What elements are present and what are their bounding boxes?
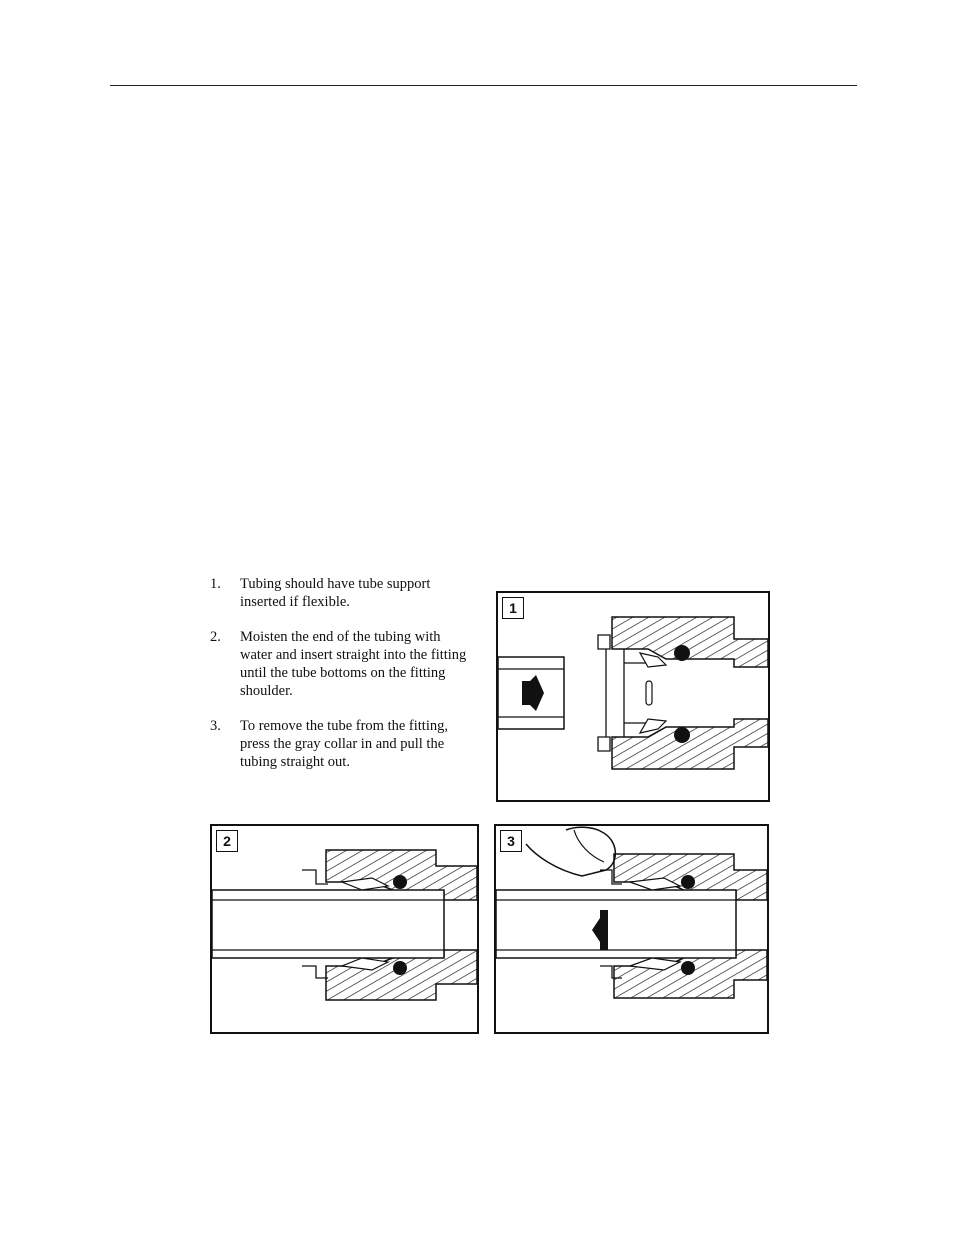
step-text: Tubing should have tube support inserted… (240, 576, 431, 610)
panel-number-label: 2 (216, 830, 238, 852)
o-ring-bottom (674, 727, 690, 743)
o-ring-top (393, 875, 407, 889)
step-number: 2. (210, 629, 221, 645)
o-ring-top (681, 875, 695, 889)
instruction-step-1: 1. Tubing should have tube support inser… (210, 575, 470, 611)
instruction-step-2: 2. Moisten the end of the tubing with wa… (210, 628, 470, 700)
arrow-right-icon (522, 675, 544, 711)
finger-icon (525, 826, 616, 877)
figure-panel-1: 1 (496, 591, 770, 802)
tube-removal-diagram (496, 826, 767, 999)
instruction-list: 1. Tubing should have tube support inser… (210, 575, 470, 788)
step-number: 3. (210, 718, 221, 734)
o-ring-top (674, 645, 690, 661)
panel-number-label: 1 (502, 597, 524, 619)
panel-number-label: 3 (500, 830, 522, 852)
instruction-step-3: 3. To remove the tube from the fitting, … (210, 717, 470, 771)
o-ring-bottom (681, 961, 695, 975)
figure-panel-3: 3 (494, 824, 769, 1034)
step-text: Moisten the end of the tubing with water… (240, 629, 467, 699)
arrow-left-icon (592, 910, 608, 950)
header-rule (110, 85, 857, 86)
figure-panel-2: 2 (210, 824, 479, 1034)
push-fit-insert-diagram (498, 616, 768, 770)
step-number: 1. (210, 576, 221, 592)
step-text: To remove the tube from the fitting, pre… (240, 718, 448, 770)
o-ring-bottom (393, 961, 407, 975)
tube-inserted-diagram (212, 849, 477, 1001)
